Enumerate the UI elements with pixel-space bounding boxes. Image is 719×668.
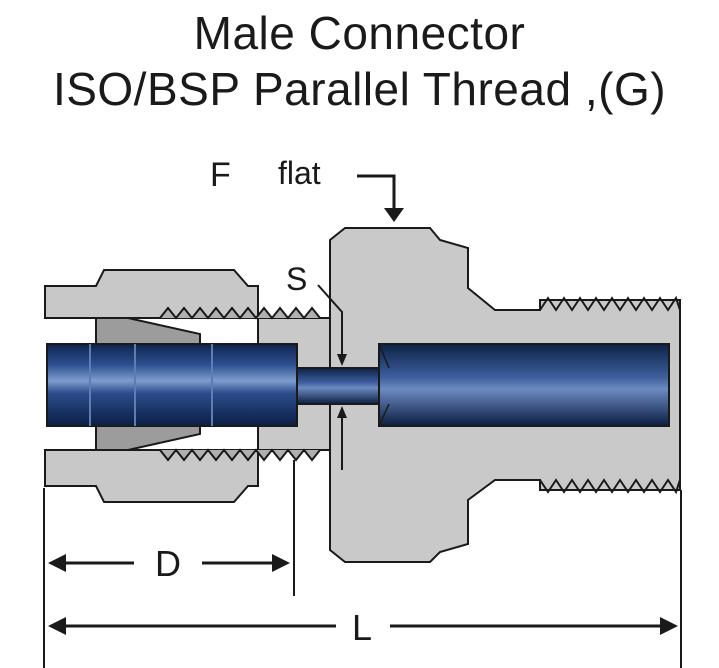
stem-thread-top bbox=[159, 306, 321, 320]
d-label: D bbox=[155, 543, 181, 584]
s-leader bbox=[317, 284, 343, 360]
title-line-1: Male Connector bbox=[193, 7, 526, 59]
tube-left bbox=[46, 343, 298, 427]
flat-label: flat bbox=[278, 155, 321, 191]
body-thread-top bbox=[539, 295, 681, 312]
flat-arrow bbox=[357, 174, 396, 212]
stem-thread-bottom bbox=[159, 448, 321, 462]
l-label: L bbox=[352, 607, 372, 648]
front-ferrule-top bbox=[95, 317, 201, 345]
title-line-2: ISO/BSP Parallel Thread ,(G) bbox=[52, 63, 667, 115]
s-label: S bbox=[286, 261, 307, 297]
front-ferrule-bottom bbox=[95, 423, 201, 451]
body-thread-bottom bbox=[539, 478, 681, 495]
bore-wide bbox=[378, 343, 670, 427]
f-label: F bbox=[210, 156, 231, 194]
bore-narrow bbox=[296, 367, 380, 405]
